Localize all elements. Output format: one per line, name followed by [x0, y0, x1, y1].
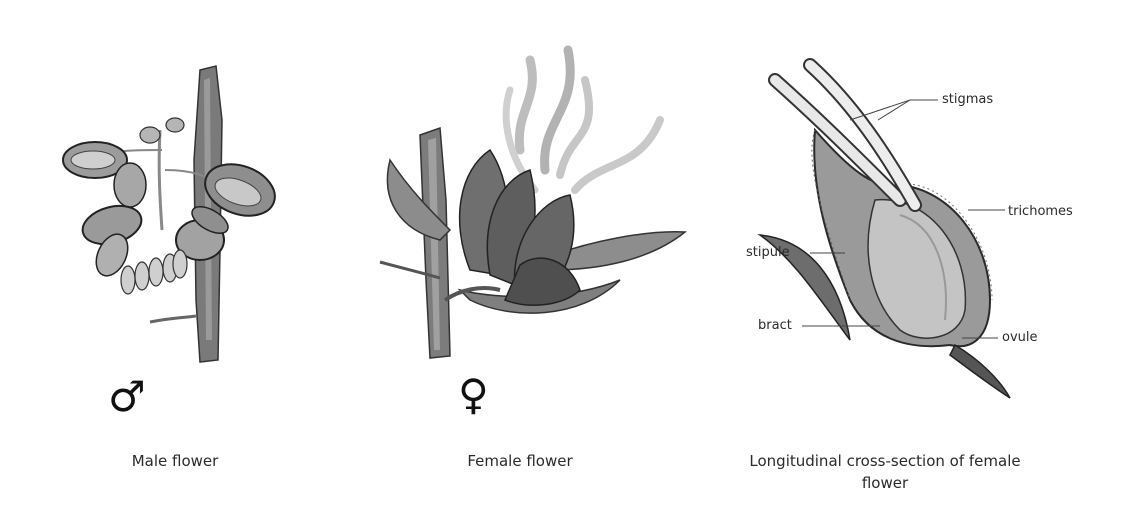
female-symbol: ♀ [458, 374, 489, 416]
male-flower-illustration [0, 0, 340, 526]
female-flower-panel: ♀ Female flower [340, 0, 700, 526]
cross-section-caption-line1: Longitudinal cross-section of female [700, 450, 1070, 472]
cross-section-panel: stigmas trichomes stipule bract ovule Lo… [700, 0, 1148, 526]
male-flower-caption: Male flower [95, 450, 255, 472]
label-stipule: stipule [746, 245, 790, 261]
female-flower-illustration [340, 0, 700, 526]
label-stigmas: stigmas [942, 92, 993, 108]
label-ovule: ovule [1002, 330, 1038, 346]
cross-section-illustration [700, 0, 1148, 526]
male-flower-panel: ♂ Male flower [0, 0, 340, 526]
cross-section-caption-line2: flower [700, 472, 1070, 494]
label-trichomes: trichomes [1008, 204, 1073, 220]
female-flower-caption: Female flower [430, 450, 610, 472]
male-symbol: ♂ [108, 376, 146, 418]
label-bract: bract [758, 318, 792, 334]
